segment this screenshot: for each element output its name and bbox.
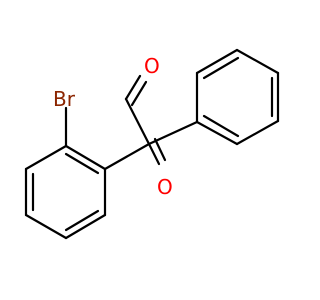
aldehyde-oxygen-label: O	[144, 54, 160, 78]
bond-to-bromophenyl	[103, 142, 151, 171]
bond-aldehyde-co-double	[130, 80, 148, 107]
bond-ketone-co-double	[153, 137, 167, 162]
bromophenyl-inner-bond-1	[64, 152, 100, 175]
bromophenyl-bond-4	[24, 213, 68, 240]
phenyl-inner-bond-3	[202, 114, 240, 138]
bromophenyl-bond-2	[24, 144, 68, 171]
bromine-label: Br	[53, 87, 76, 111]
bromophenyl-inner-bond-3	[64, 209, 100, 232]
phenyl-bond-6	[195, 120, 239, 146]
molecule-diagram: Br O O	[24, 48, 280, 240]
bond-aldehyde-c-alpha	[124, 97, 151, 146]
phenyl-inner-bond-1	[202, 56, 240, 80]
structure-canvas: Br O O	[24, 48, 280, 240]
ketone-oxygen-label: O	[157, 175, 173, 199]
bond-aldehyde-co-single	[124, 74, 142, 101]
bond-ketone-co-single	[147, 142, 161, 166]
phenyl-bond-2	[195, 48, 239, 75]
bond-to-phenyl	[147, 120, 199, 146]
bromophenyl-bond-1	[64, 144, 107, 171]
phenyl-bond-3	[235, 48, 280, 75]
bromophenyl-bond-5	[64, 213, 107, 240]
phenyl-bond-5	[235, 119, 280, 146]
